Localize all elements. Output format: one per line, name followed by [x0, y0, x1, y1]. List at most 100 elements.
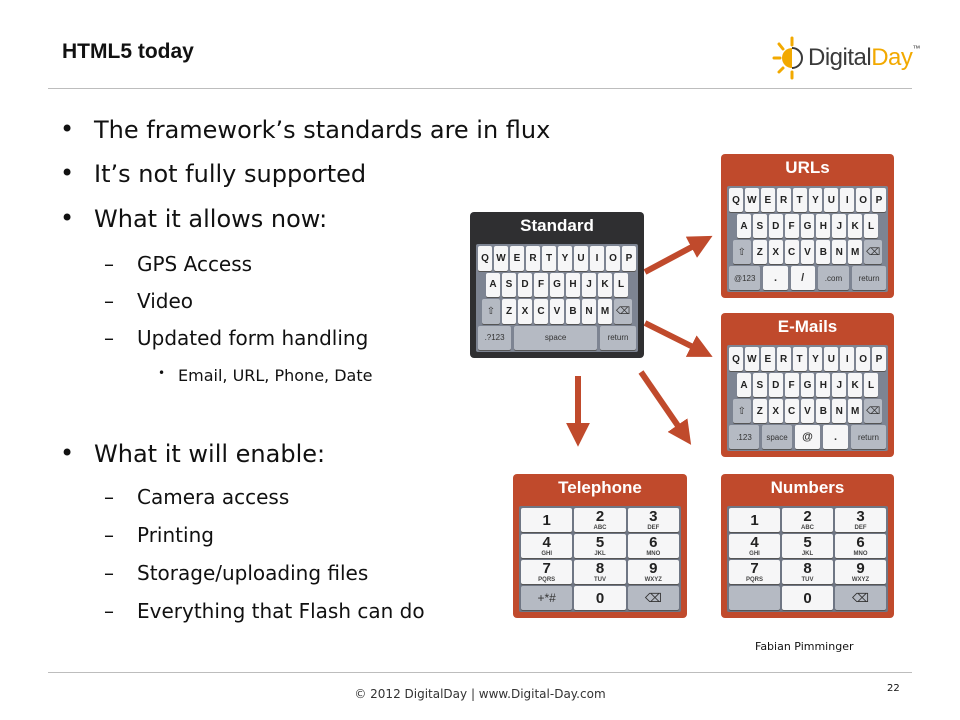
- pad-key-number: 1: [750, 511, 759, 529]
- key-q: Q: [729, 347, 743, 371]
- pad-key-letters: WXYZ: [851, 577, 870, 583]
- pad-key-number: 1: [542, 511, 551, 529]
- header-divider: [48, 88, 912, 89]
- key-sym2: @: [795, 425, 820, 449]
- key-k: K: [848, 214, 863, 238]
- pad-key-number: 2: [803, 508, 812, 525]
- footer-copyright: © 2012 DigitalDay | www.Digital-Day.com: [354, 687, 606, 701]
- keypad-telephone-title: Telephone: [558, 478, 642, 497]
- key-n: N: [832, 240, 847, 264]
- pad-key-letters: MNO: [646, 551, 661, 557]
- pad-key-number: 6: [856, 534, 865, 551]
- digitalday-logo: DigitalDay™: [770, 32, 920, 84]
- pad-key-number: 8: [595, 560, 605, 577]
- key-i: I: [840, 188, 855, 212]
- key-d: D: [768, 373, 783, 397]
- image-credit: Fabian Pimminger: [755, 640, 854, 653]
- key-v: V: [800, 240, 815, 264]
- key-f: F: [784, 214, 799, 238]
- key-v: V: [550, 299, 564, 324]
- shift-key: ⇧: [732, 399, 751, 423]
- key-b: B: [816, 240, 831, 264]
- backspace-key: ⌫: [864, 399, 883, 423]
- pad-key-sym: +*#: [521, 586, 573, 610]
- key-c: C: [534, 299, 548, 324]
- key-return: return: [852, 266, 887, 290]
- key-o: O: [606, 246, 620, 271]
- logo-text-digital: Digital: [808, 44, 872, 71]
- key-r: R: [776, 188, 791, 212]
- key-w: W: [744, 347, 759, 371]
- pad-key-blank: [729, 586, 780, 610]
- pad-key-0: 0: [782, 586, 833, 610]
- key-c: C: [784, 399, 799, 423]
- pad-key-number: 3: [649, 508, 658, 525]
- key-b: B: [816, 399, 831, 423]
- key-i: I: [590, 246, 604, 271]
- key-m: M: [848, 399, 863, 423]
- pad-key-number: 5: [595, 534, 605, 551]
- pad-key-number: 3: [856, 508, 865, 525]
- pad-key-letters: ABC: [801, 525, 814, 531]
- key-x: X: [518, 299, 532, 324]
- key-g: G: [550, 272, 564, 297]
- key-space: space: [762, 425, 792, 449]
- pad-key-letters: TUV: [593, 577, 606, 583]
- pad-key-sym: ⌫: [835, 586, 886, 610]
- footer-divider: [48, 672, 912, 673]
- pad-key-1: 1: [521, 508, 573, 532]
- pad-key-number: 6: [649, 534, 658, 551]
- key-h: H: [566, 272, 580, 297]
- arrow-to-emails: [643, 320, 713, 357]
- key-com: .com: [817, 266, 850, 290]
- key-c: C: [784, 240, 799, 264]
- key-t: T: [792, 188, 807, 212]
- key-l: L: [864, 214, 878, 238]
- key-i: I: [840, 347, 855, 371]
- pad-key-letters: PQRS: [538, 577, 556, 583]
- key-l: L: [864, 373, 878, 397]
- key-d: D: [768, 214, 783, 238]
- pad-key-letters: PQRS: [745, 577, 763, 583]
- logo-text-day: Day: [871, 44, 913, 71]
- key-space: space: [514, 325, 598, 350]
- pad-key-sym: ⌫: [627, 586, 679, 610]
- key-d: D: [518, 272, 532, 297]
- pad-key-number: 4: [750, 534, 759, 551]
- key-w: W: [744, 188, 759, 212]
- key-j: J: [582, 272, 596, 297]
- key-s: S: [752, 214, 767, 238]
- pad-key-number: 8: [803, 560, 812, 577]
- key-return: return: [851, 425, 886, 449]
- key-p: P: [872, 347, 886, 371]
- key-r: R: [776, 347, 791, 371]
- pad-key-letters: JKL: [801, 551, 814, 557]
- key-u: U: [824, 188, 839, 212]
- key-123: .?123: [478, 325, 512, 350]
- pad-key-number: ⌫: [644, 591, 662, 605]
- key-y: Y: [808, 347, 823, 371]
- key-m: M: [598, 299, 612, 324]
- pad-key-number: 2: [595, 508, 605, 525]
- pad-key-0: 0: [574, 586, 626, 610]
- pad-key-letters: GHI: [749, 551, 760, 557]
- key-x: X: [768, 399, 783, 423]
